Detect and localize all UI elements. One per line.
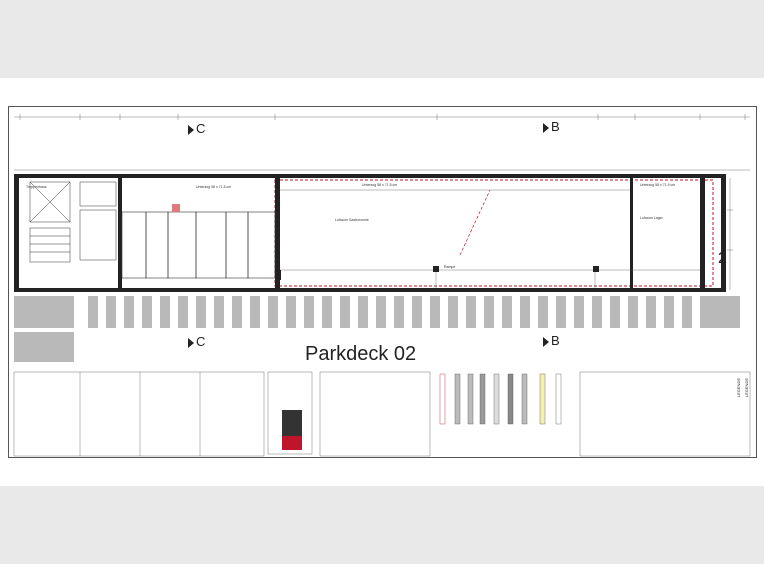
parking-stripe — [358, 296, 368, 328]
parking-stripe — [700, 296, 740, 328]
room-main-hall: Lufraum Gastronomie — [335, 218, 369, 222]
parking-stripe — [610, 296, 620, 328]
top-dimension-lines — [14, 116, 750, 171]
section-arrow-icon — [188, 337, 194, 348]
firm-logo — [267, 371, 313, 455]
drawing-title: Parkdeck 02 — [305, 343, 417, 365]
parking-stripe — [484, 296, 494, 328]
parking-stripe — [646, 296, 656, 328]
parking-stripe — [250, 296, 260, 328]
parking-stripe — [268, 296, 278, 328]
right-dimension — [727, 178, 733, 290]
legend-header-alt: LÉGENDE — [744, 378, 749, 398]
parking-stripe — [664, 296, 674, 328]
small-rooms — [121, 211, 276, 279]
section-marker-c-top: C — [188, 121, 205, 136]
section-arrow-icon — [188, 124, 194, 135]
room-stair: Treppenhaus — [26, 185, 47, 189]
parking-stripe — [430, 296, 440, 328]
parking-stripe — [340, 296, 350, 328]
annotation-opening-left: Unterzug 58 x 71.5 cm — [362, 183, 398, 187]
section-arrow-icon — [543, 122, 549, 133]
axis-label: 2 — [718, 250, 727, 267]
parking-stripe — [160, 296, 170, 328]
annotation-ramp: Rampe — [444, 265, 456, 269]
parking-stripe — [574, 296, 584, 328]
section-marker-b-bottom: B — [543, 333, 560, 348]
room-storage: Lufraum Lager — [640, 216, 663, 220]
parking-stripe — [448, 296, 458, 328]
fire-extinguisher-marker — [172, 204, 180, 212]
parking-stripe — [502, 296, 512, 328]
parking-stripe — [538, 296, 548, 328]
interior-walls — [118, 178, 705, 288]
annotation-opening-right: Unterzug 58 x 71.5 cm — [640, 183, 676, 187]
title-block — [13, 371, 751, 457]
stair-core — [29, 181, 117, 263]
parking-stripe — [286, 296, 296, 328]
parking-stripe — [88, 296, 98, 328]
parking-stripe — [466, 296, 476, 328]
parking-stripe — [232, 296, 242, 328]
parking-stripe — [628, 296, 638, 328]
drawing-sheet — [0, 78, 764, 486]
main-hall — [280, 189, 700, 288]
legend-header: LEGENDE — [736, 378, 741, 398]
top-dimension-ticks — [19, 114, 746, 120]
parking-stripe — [178, 296, 188, 328]
section-marker-b-top: B — [543, 119, 560, 134]
parking-stripe — [376, 296, 386, 328]
outer-walls — [14, 174, 726, 292]
annotation-beam: Unterzug 58 x 71.5 cm — [196, 185, 232, 189]
parking-stripe — [124, 296, 134, 328]
parking-stripe — [592, 296, 602, 328]
parking-stripes — [14, 296, 74, 362]
parking-stripe — [394, 296, 404, 328]
parking-stripe — [520, 296, 530, 328]
parking-stripe — [214, 296, 224, 328]
parking-stripe-row — [88, 296, 740, 328]
parking-stripe — [556, 296, 566, 328]
parking-stripe — [682, 296, 692, 328]
columns — [275, 266, 599, 280]
drawing-frame — [8, 106, 757, 458]
parking-stripe — [322, 296, 332, 328]
section-marker-c-bottom: C — [188, 334, 205, 349]
parking-stripe — [106, 296, 116, 328]
parking-stripe — [142, 296, 152, 328]
parking-stripe — [196, 296, 206, 328]
legend-swatches — [439, 373, 562, 425]
parking-stripe — [304, 296, 314, 328]
ramp-line — [459, 189, 491, 256]
parking-stripe — [412, 296, 422, 328]
section-arrow-icon — [543, 336, 549, 347]
